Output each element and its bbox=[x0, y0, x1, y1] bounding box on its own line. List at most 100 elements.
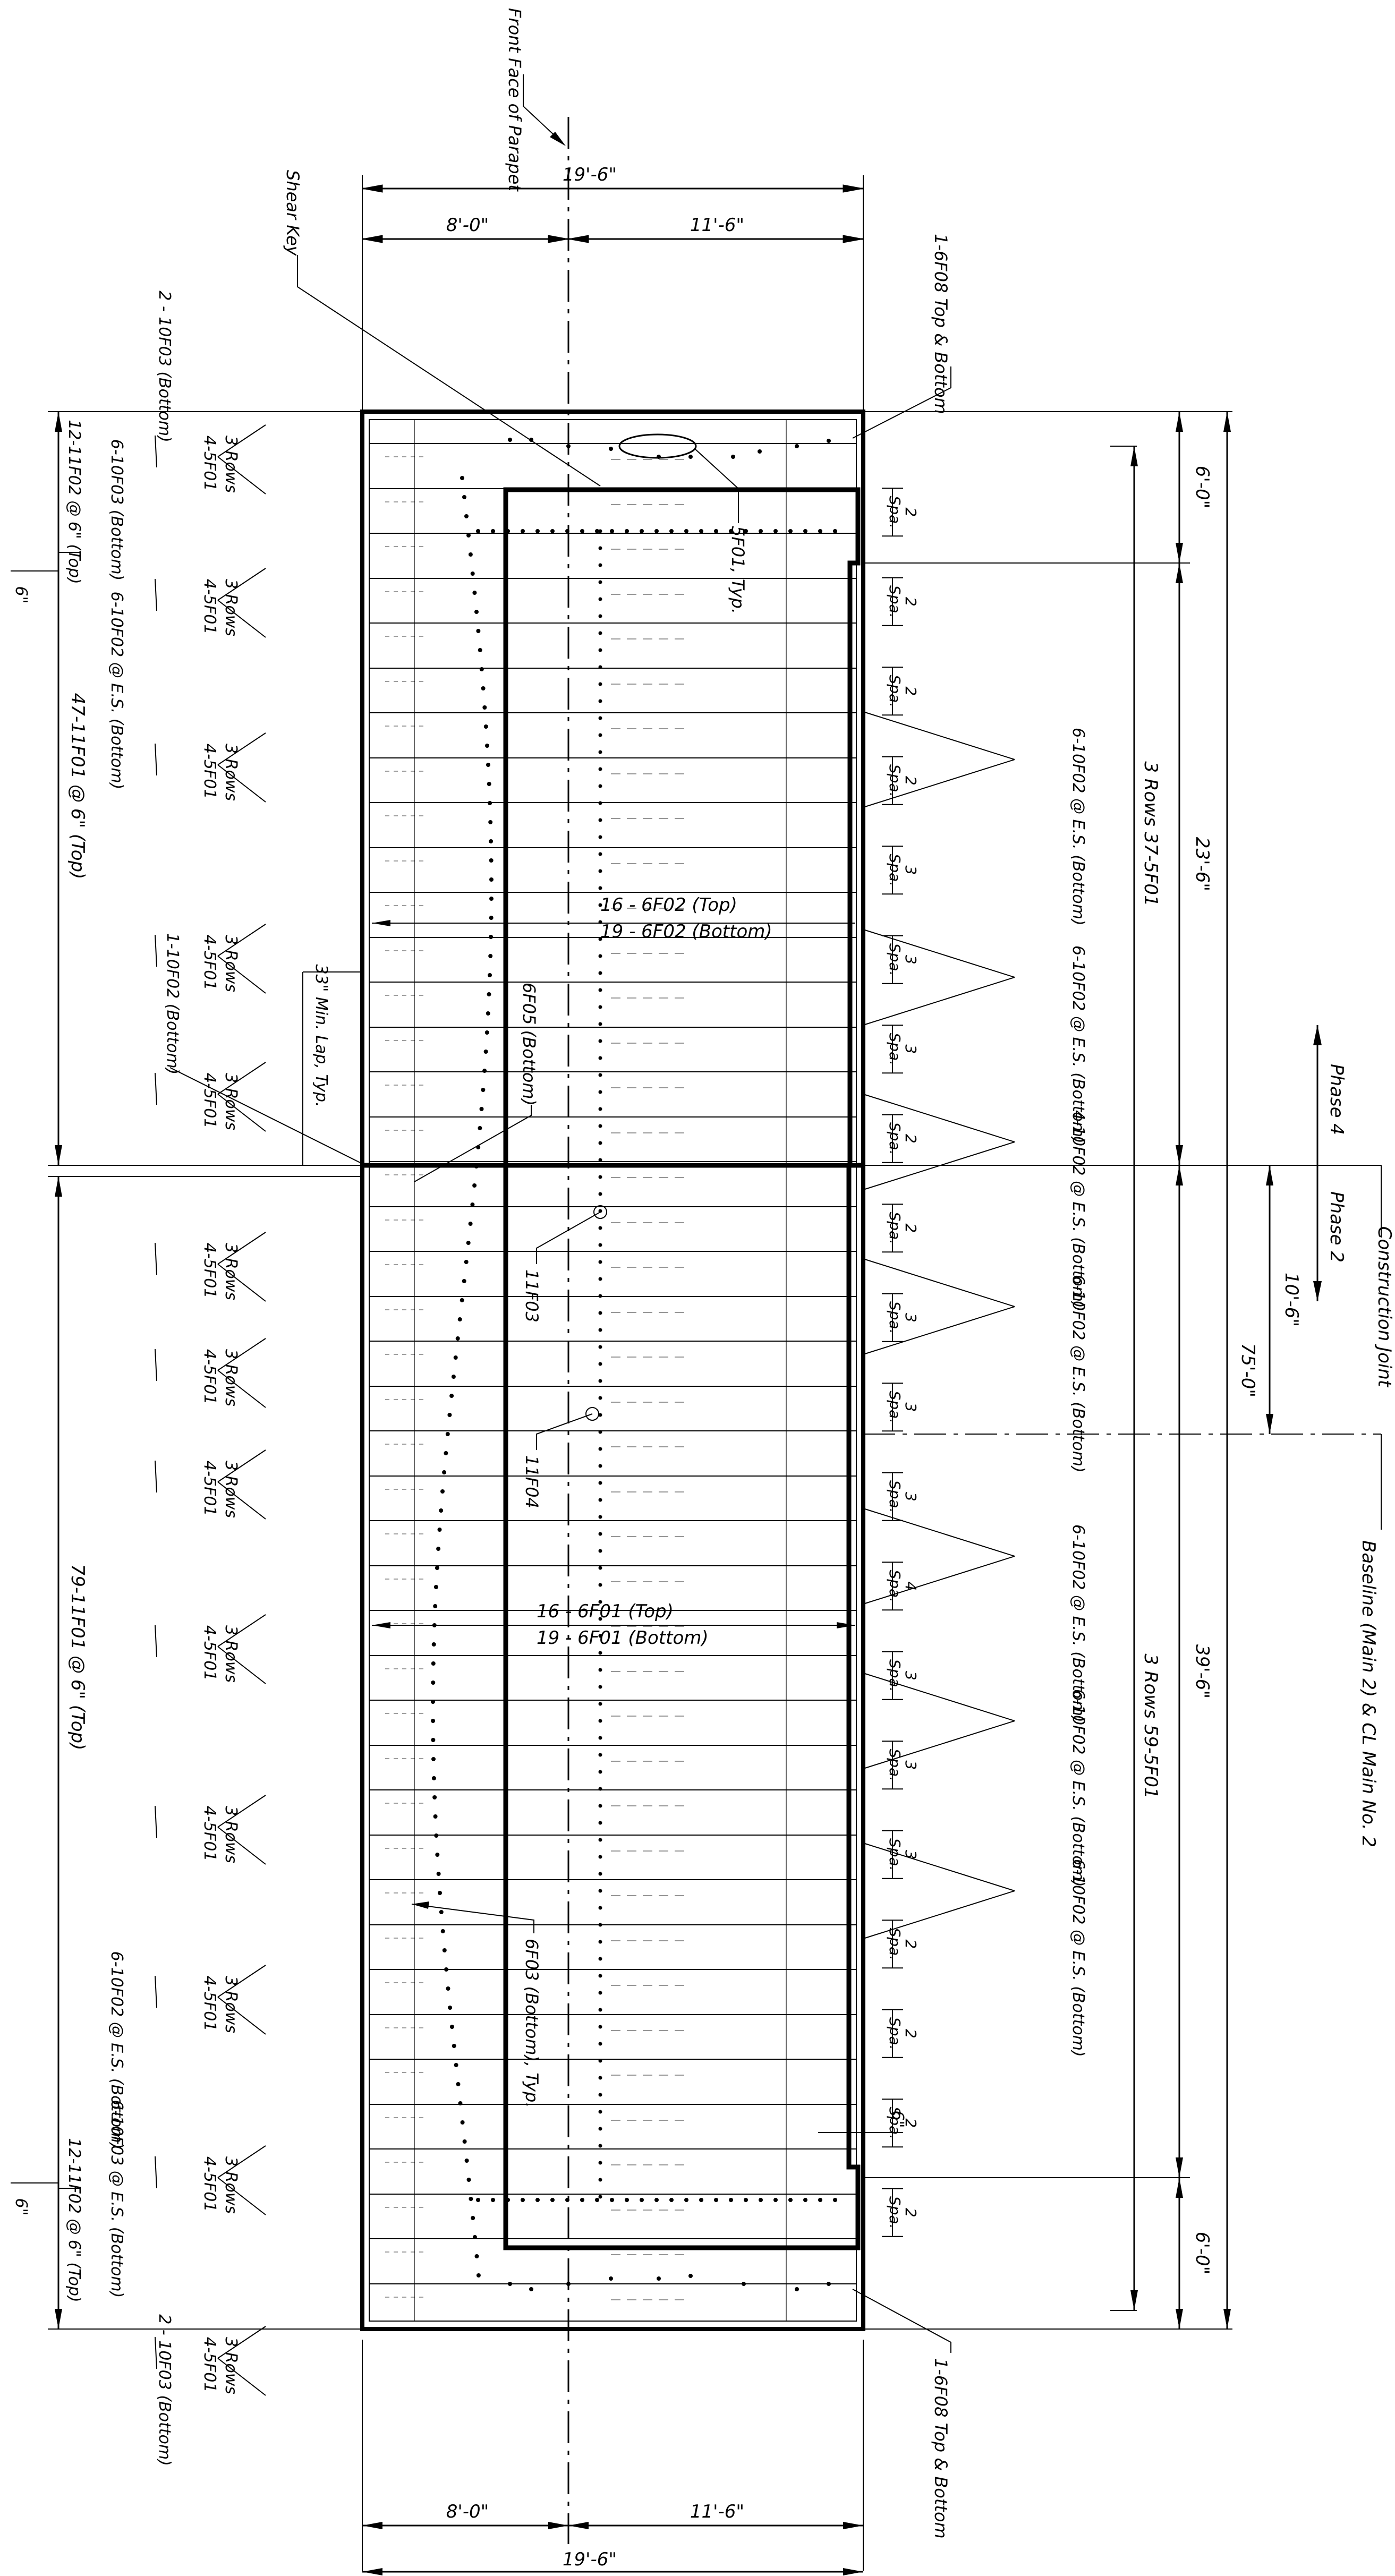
bar-dot bbox=[598, 1243, 602, 1247]
bar-dot bbox=[598, 1923, 602, 1927]
spa-label: Spa. bbox=[886, 1212, 904, 1244]
label-bot-6f08: 1-6F08 Top & Bottom bbox=[931, 2358, 951, 2539]
bar-dot bbox=[669, 529, 674, 533]
spa-count: 3 bbox=[902, 865, 920, 875]
bar-dot bbox=[449, 1394, 454, 1398]
bar-dot bbox=[598, 1430, 602, 1434]
bar-dot bbox=[462, 1279, 466, 1283]
spa-label: Spa. bbox=[886, 2196, 904, 2229]
bar-dot bbox=[598, 2059, 602, 2063]
bar-dot bbox=[598, 937, 602, 941]
bar-dot bbox=[803, 2198, 807, 2202]
leader-bot-6f08 bbox=[852, 2289, 951, 2353]
bar-dot bbox=[598, 1617, 602, 1621]
dim-right-10ft: 10'-6" bbox=[1281, 1273, 1302, 1327]
right-dimensions bbox=[863, 411, 1381, 2330]
callout-leader bbox=[217, 2177, 266, 2215]
bottom-dimensions bbox=[362, 2340, 864, 2575]
bar-dot bbox=[481, 1088, 486, 1092]
bar-dot bbox=[598, 1379, 602, 1383]
bar-dot bbox=[598, 1872, 602, 1876]
bar-dot bbox=[479, 667, 484, 671]
callout-leader bbox=[217, 2326, 266, 2359]
bar-dot bbox=[488, 801, 492, 805]
bar-dot bbox=[598, 1056, 602, 1060]
spa-count: 4 bbox=[902, 1581, 920, 1591]
label-6f05: 6F05 (Bottom) bbox=[519, 983, 539, 1106]
label-front-face: Front Face of Parapet bbox=[505, 8, 525, 192]
bar-dot bbox=[598, 699, 602, 703]
bar-dot bbox=[598, 1974, 602, 1978]
label-three-rows: 3 Rows bbox=[222, 2337, 240, 2394]
dim-top-total: 19'-6" bbox=[563, 164, 617, 185]
6f01-arrow-l bbox=[372, 1622, 390, 1628]
bar-dot bbox=[598, 1753, 602, 1757]
label-three-rows: 3 Rows bbox=[222, 1625, 240, 1683]
bar-dot bbox=[474, 2254, 479, 2258]
bar-dot bbox=[446, 1986, 450, 1991]
label-four-5f01: 4-5F01 bbox=[200, 1625, 219, 1681]
leader-6f05 bbox=[414, 1105, 532, 1182]
callout-leader bbox=[155, 1349, 157, 1381]
leader-11f04 bbox=[536, 1413, 593, 1450]
leader-5f01 bbox=[694, 448, 739, 523]
6f02-arrow bbox=[372, 920, 390, 926]
bar-dot bbox=[457, 1317, 462, 1321]
spa-count: 2 bbox=[902, 597, 920, 607]
label-19-6f02: 19 - 6F02 (Bottom) bbox=[600, 921, 772, 942]
callout-leader bbox=[217, 1094, 266, 1132]
bar-dot bbox=[598, 2178, 602, 2182]
bar-dot bbox=[598, 1209, 602, 1213]
callout-leader bbox=[217, 1997, 266, 2035]
bar-dot bbox=[487, 992, 491, 996]
callout-leader bbox=[217, 764, 266, 803]
bar-dot bbox=[598, 954, 602, 958]
bar-dot bbox=[598, 1277, 602, 1281]
6f01-arrow-r bbox=[837, 1622, 855, 1628]
bar-dot bbox=[478, 1126, 482, 1130]
bar-dot bbox=[598, 1481, 602, 1485]
label-four-5f01: 4-5F01 bbox=[200, 1461, 219, 1516]
marker-11f03 bbox=[593, 1205, 607, 1219]
bar-dot bbox=[431, 1681, 436, 1685]
bar-dot bbox=[598, 1141, 602, 1145]
bar-dot bbox=[598, 580, 602, 584]
label-top-2-10f03: 2 - 10F03 (Bottom) bbox=[155, 291, 174, 442]
bar-dot bbox=[598, 1668, 602, 1672]
bar-dot bbox=[466, 2178, 471, 2182]
label-11f03: 11F03 bbox=[522, 1269, 542, 1323]
spa-count: 2 bbox=[902, 2029, 920, 2038]
bar-dot bbox=[470, 1202, 475, 1207]
bar-dot bbox=[471, 2216, 475, 2220]
spa-count: 3 bbox=[902, 1313, 920, 1323]
bar-dot bbox=[476, 2273, 481, 2278]
label-three-rows: 3 Rows bbox=[222, 436, 240, 493]
bar-dot bbox=[595, 529, 599, 533]
bar-dot bbox=[598, 1566, 602, 1570]
label-6-10f02: 6-10F02 @ E.S. (Bottom) bbox=[1069, 1859, 1087, 2057]
bar-dot bbox=[580, 2198, 584, 2202]
bar-dot bbox=[433, 1604, 438, 1608]
label-6-10f02: 6-10F02 @ E.S. (Bottom) bbox=[1069, 1275, 1087, 1473]
bar-dot bbox=[489, 877, 494, 882]
bar-dot bbox=[758, 449, 762, 454]
bar-dot bbox=[598, 1889, 602, 1893]
bar-dot bbox=[598, 1073, 602, 1077]
bar-dot bbox=[598, 2195, 602, 2199]
callout-leader bbox=[217, 1264, 266, 1302]
bar-dot bbox=[669, 2198, 674, 2202]
callout-leader bbox=[217, 1965, 266, 1998]
bar-dot bbox=[598, 1821, 602, 1825]
leader-6f03 bbox=[411, 1904, 534, 1933]
bar-dot bbox=[598, 1583, 602, 1587]
bar-dot bbox=[468, 552, 473, 557]
label-5f01-typ: 5F01, Typ. bbox=[728, 526, 748, 614]
dim-top-right: 11'-6" bbox=[690, 215, 744, 236]
bar-dot bbox=[484, 1030, 489, 1035]
bar-dot bbox=[598, 716, 602, 720]
spa-label: Spa. bbox=[886, 1570, 904, 1602]
bar-dot bbox=[485, 744, 489, 748]
callout-leader bbox=[217, 2358, 266, 2396]
label-79-11f01: 79-11F01 @ 6" (Top) bbox=[67, 1564, 88, 1751]
